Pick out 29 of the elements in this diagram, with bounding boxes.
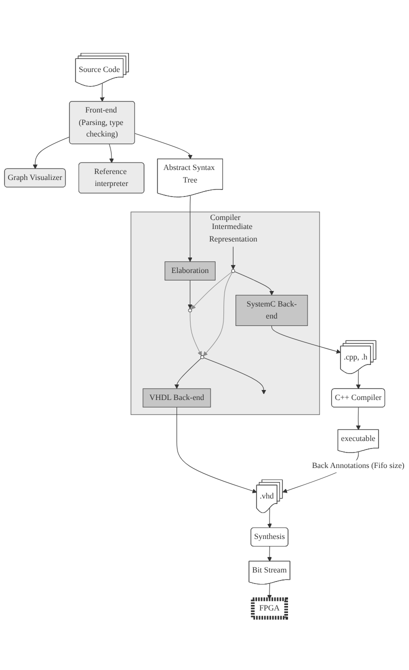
arrow (188, 194, 192, 262)
arrow (203, 272, 233, 356)
arrow (100, 82, 105, 102)
arrow (32, 136, 70, 169)
arrow (203, 357, 266, 394)
arrow (188, 279, 192, 309)
arrow (356, 406, 361, 430)
edge-label: Back Annotations (Fifo size) (312, 461, 404, 470)
node-box: Elaboration (164, 260, 216, 280)
arrow (174, 358, 202, 388)
arrow (267, 508, 272, 528)
arrow (356, 369, 361, 389)
arrow (190, 311, 202, 356)
arrow (267, 582, 272, 599)
arrow (134, 132, 193, 159)
arrow (271, 324, 341, 354)
node-circle (200, 354, 204, 359)
node-text: Intermediate Representation (209, 222, 258, 243)
arrow (176, 406, 258, 493)
node-box: SystemC Back-end (236, 294, 308, 326)
node-box: VHDL Back-end (142, 388, 211, 407)
node-circle (188, 308, 192, 312)
arrow (267, 546, 272, 562)
arrow (234, 270, 274, 295)
arrow (108, 143, 114, 163)
node-circle (231, 268, 236, 272)
node-box: FPGA (250, 596, 288, 620)
arrow (230, 246, 236, 270)
arrow (190, 271, 232, 309)
